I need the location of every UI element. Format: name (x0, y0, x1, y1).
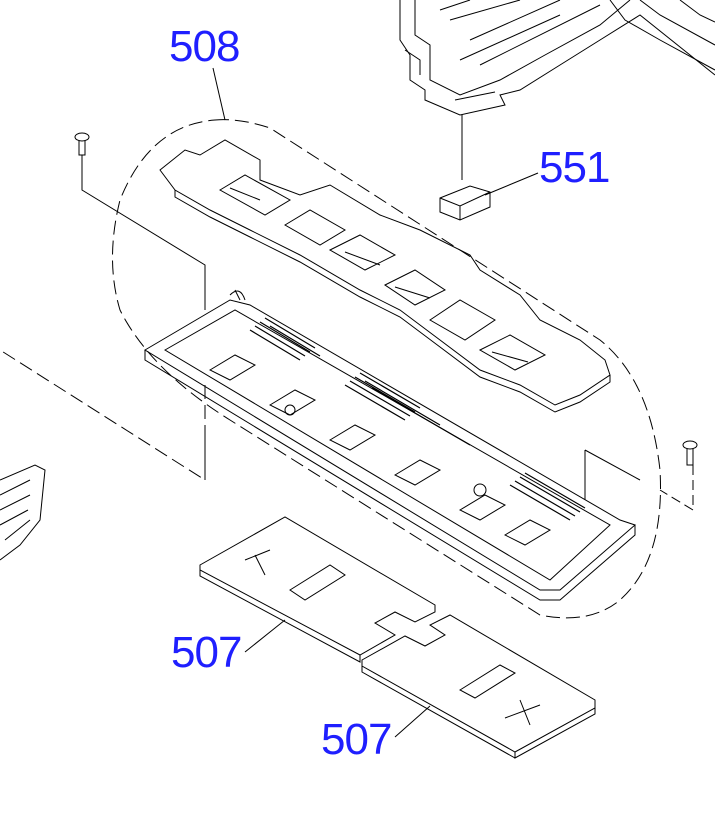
leader-508 (212, 67, 226, 121)
side-part-partial (0, 464, 46, 561)
porous-pad-left (199, 516, 436, 663)
assembly-boundary (112, 119, 661, 619)
leader-507a (244, 619, 286, 653)
paper-guide-tray (0, 289, 636, 601)
screw-left (74, 132, 206, 310)
leader-551 (484, 172, 539, 196)
callout-507-left: 507 (171, 628, 242, 677)
leader-507b (394, 705, 431, 738)
pad-551 (439, 185, 491, 221)
callout-507-right: 507 (321, 715, 392, 764)
callout-551: 551 (539, 143, 610, 192)
screw-right (584, 440, 698, 511)
paper-guide-mats (159, 139, 611, 413)
callout-508: 508 (169, 22, 240, 71)
printer-mechanism-partial (399, 0, 715, 180)
porous-pad-right (361, 614, 596, 759)
